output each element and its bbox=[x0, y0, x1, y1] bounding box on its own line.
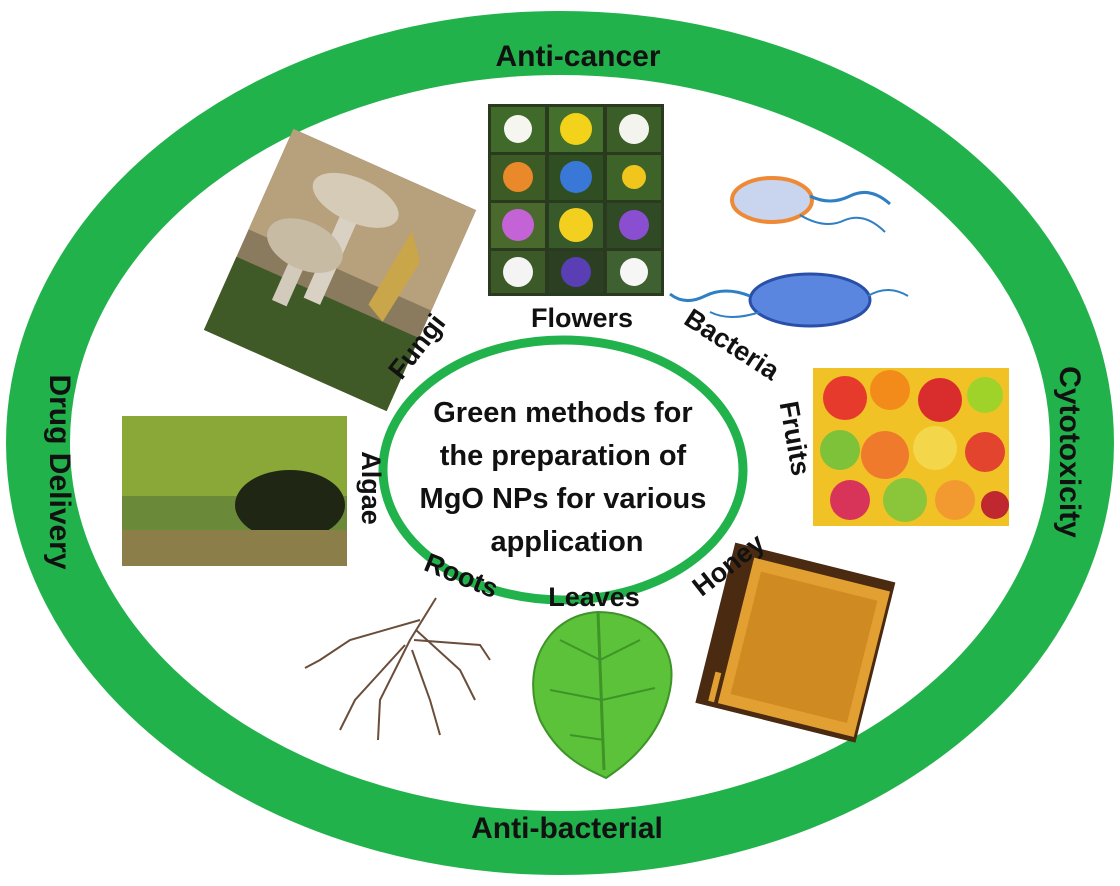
center-line-3: MgO NPs for various bbox=[420, 483, 707, 515]
center-line-1: Green methods for bbox=[433, 397, 692, 429]
label-flowers: Flowers bbox=[531, 303, 633, 333]
honey-image bbox=[695, 542, 896, 743]
outer-ring bbox=[6, 11, 1114, 875]
bacteria-image bbox=[669, 176, 909, 328]
algae-image bbox=[122, 416, 347, 566]
center-line-4: application bbox=[490, 526, 643, 558]
label-fruits: Fruits bbox=[774, 399, 817, 478]
roots-image bbox=[304, 597, 491, 741]
ring-label-left: Drug Delivery bbox=[43, 374, 76, 569]
fruits-image bbox=[813, 368, 1009, 526]
flowers-image bbox=[488, 104, 664, 296]
ring-label-bottom: Anti-bacterial bbox=[471, 812, 663, 845]
center-text: Green methods for the preparation of MgO… bbox=[420, 397, 715, 558]
center-ring bbox=[378, 335, 748, 605]
center-line-2: the preparation of bbox=[440, 440, 687, 472]
label-algae: Algae bbox=[356, 451, 386, 525]
ring-label-right: Cytotoxicity bbox=[1053, 366, 1086, 538]
ring-label-top: Anti-cancer bbox=[495, 40, 660, 73]
fungi-image bbox=[203, 128, 477, 412]
leaf-image bbox=[532, 610, 673, 780]
label-leaves: Leaves bbox=[548, 582, 640, 612]
